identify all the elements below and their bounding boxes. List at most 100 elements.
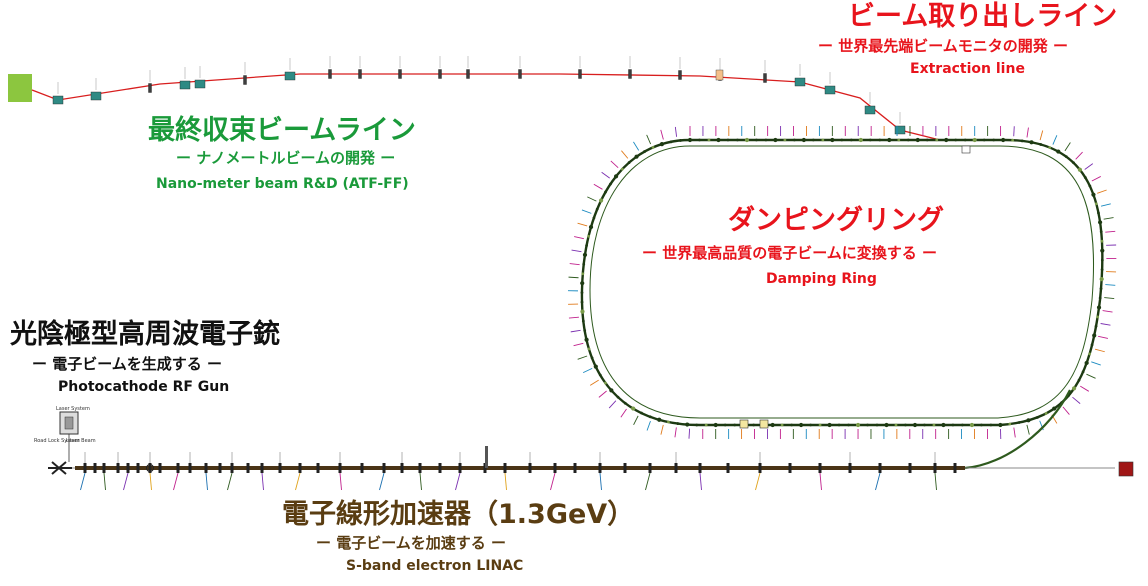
ring-magnet (609, 183, 612, 186)
damping-ring-title: ダンピングリング (728, 206, 944, 236)
linac-element (189, 463, 192, 473)
linac-element (317, 463, 320, 473)
ring-magnet (1078, 379, 1081, 382)
rf-gun-icon (48, 462, 72, 474)
ring-magnet (866, 424, 869, 427)
ring-element-tick (569, 317, 579, 318)
transfer-line (965, 390, 1070, 468)
linac-element (159, 463, 162, 473)
ff-magnet (825, 86, 835, 94)
ring-magnet (581, 301, 584, 304)
ring-magnet (695, 424, 698, 427)
linac-element-tick (756, 473, 761, 490)
linac-element (789, 463, 792, 473)
laser-system-inner (65, 417, 73, 429)
ring-element-tick (1095, 349, 1105, 352)
linac-element (117, 463, 120, 473)
ff-magnet (795, 78, 805, 86)
ring-magnet (765, 139, 768, 142)
ring-element-tick (1091, 362, 1100, 365)
ring-magnet (998, 423, 1002, 427)
rf-gun-english: Photocathode RF Gun (58, 380, 229, 395)
ring-element-tick (1105, 231, 1115, 232)
ring-element-tick (621, 151, 627, 159)
ring-element-tick (675, 127, 676, 137)
ring-magnet (916, 138, 920, 142)
linac-element (94, 463, 97, 473)
linac-element (299, 463, 302, 473)
ring-magnet (582, 263, 585, 266)
ring-magnet (592, 217, 595, 220)
linac-bunch-compressor (485, 446, 488, 468)
linac-element-tick (174, 473, 179, 490)
ff-magnet (579, 70, 582, 79)
damping-ring-english: Damping Ring (766, 272, 877, 287)
ring-magnet (591, 357, 594, 360)
linac-element-tick (935, 473, 937, 490)
ring-element-tick (1101, 324, 1111, 326)
linac-element (419, 463, 422, 473)
ring-magnet (790, 424, 793, 427)
ring-magnet (634, 155, 638, 159)
linac-element-tick (81, 473, 86, 490)
ring-magnet (1097, 305, 1101, 309)
linac-element (529, 463, 532, 473)
ring-magnet (935, 139, 938, 142)
ring-magnet (1097, 212, 1100, 215)
ring-magnet (736, 139, 739, 142)
ring-magnet (688, 138, 692, 142)
ring-element-tick (1097, 190, 1106, 193)
ring-element-tick (578, 223, 588, 226)
ring-element-tick (574, 343, 584, 345)
ring-magnet (973, 138, 977, 142)
ring-element-tick (647, 421, 650, 430)
final-focus-subtitle: ー ナノメートルビームの開発 ー (176, 150, 395, 167)
ring-magnet (1091, 193, 1095, 197)
ring-magnet (716, 138, 720, 142)
ring-magnet (827, 423, 831, 427)
laser-beam-label: Laser Beam (66, 438, 96, 444)
ring-magnet (714, 423, 718, 427)
ff-magnet (764, 74, 767, 83)
ff-magnet (195, 80, 205, 88)
ring-magnet (913, 423, 917, 427)
ring-magnet (580, 281, 584, 285)
final-focus-title: 最終収束ビームライン (148, 116, 416, 146)
ring-magnet (1101, 268, 1104, 271)
ring-magnet (954, 139, 957, 142)
ring-element-tick (1063, 407, 1069, 415)
ring-magnet (850, 139, 853, 142)
ring-magnet (589, 225, 593, 229)
ring-element-tick (1027, 128, 1028, 138)
ring-magnet (847, 424, 850, 427)
ring-magnet (1099, 297, 1102, 300)
ring-element-tick (1104, 218, 1114, 220)
ring-element-tick (1080, 386, 1089, 391)
ring-element-tick (689, 429, 690, 439)
linac-element-tick (206, 473, 208, 490)
ring-magnet (1056, 149, 1060, 153)
ring-magnet (604, 191, 607, 194)
ring-element-tick (594, 184, 603, 189)
ring-magnet (643, 150, 646, 153)
ff-magnet (180, 81, 190, 89)
ring-magnet (596, 208, 599, 211)
ring-magnet (895, 424, 898, 427)
linac-element (383, 463, 386, 473)
ring-element-tick (1098, 336, 1108, 338)
ring-magnet (752, 424, 755, 427)
linac-element-tick (228, 473, 233, 490)
ring-element-tick (572, 250, 582, 252)
ff-magnet (467, 70, 470, 79)
ring-magnet (708, 139, 711, 142)
ff-magnet (629, 70, 632, 79)
ring-element-tick (675, 427, 676, 437)
ring-magnet (640, 412, 643, 415)
ring-element-tick (574, 237, 584, 239)
ring-magnet (581, 291, 584, 294)
ring-magnet (599, 374, 602, 377)
linac-element (205, 463, 208, 473)
linac-element (84, 463, 87, 473)
linac-element (261, 463, 264, 473)
